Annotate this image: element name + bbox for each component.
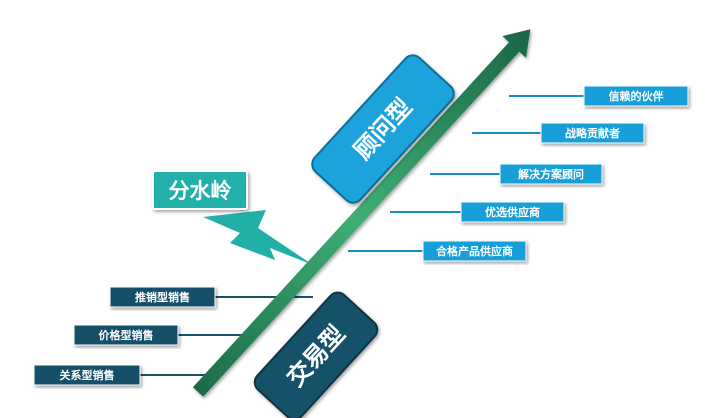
right-connector-lines — [348, 95, 584, 252]
left-label-text: 推销型销售 — [135, 290, 190, 304]
left-label-box: 价格型销售 — [73, 324, 179, 346]
right-label-text: 战略贡献者 — [565, 126, 620, 140]
left-label-rect — [109, 286, 216, 308]
right-label-rect — [583, 85, 689, 107]
left-label-text: 价格型销售 — [99, 328, 154, 342]
left-label-text: 关系型销售 — [60, 368, 115, 382]
lightning-bolt-icon — [203, 210, 313, 265]
right-label-box: 优选供应商 — [460, 201, 565, 223]
right-label-rect — [460, 201, 565, 223]
watershed-label: 分水岭 — [169, 179, 232, 203]
right-label-box: 战略贡献者 — [540, 122, 645, 144]
right-label-text: 信赖的伙伴 — [609, 89, 664, 103]
left-label-rect — [73, 324, 179, 346]
right-label-rect — [499, 163, 603, 185]
right-label-box: 信赖的伙伴 — [583, 85, 689, 107]
left-label-box: 推销型销售 — [109, 286, 216, 308]
right-label-rect — [540, 122, 645, 144]
right-label-box: 解决方案顾问 — [499, 163, 603, 185]
right-label-text: 解决方案顾问 — [518, 167, 584, 181]
consultative-box: 顾问型 — [311, 54, 455, 204]
left-label-rect — [33, 364, 141, 386]
growth-arrow — [192, 29, 531, 397]
watershed-box: 分水岭 — [152, 170, 248, 210]
right-label-text: 合格产品供应商 — [436, 244, 513, 258]
left-label-box: 关系型销售 — [33, 364, 141, 386]
right-label-rect — [422, 240, 527, 262]
right-label-box: 合格产品供应商 — [422, 240, 527, 262]
right-label-text: 优选供应商 — [485, 205, 540, 219]
